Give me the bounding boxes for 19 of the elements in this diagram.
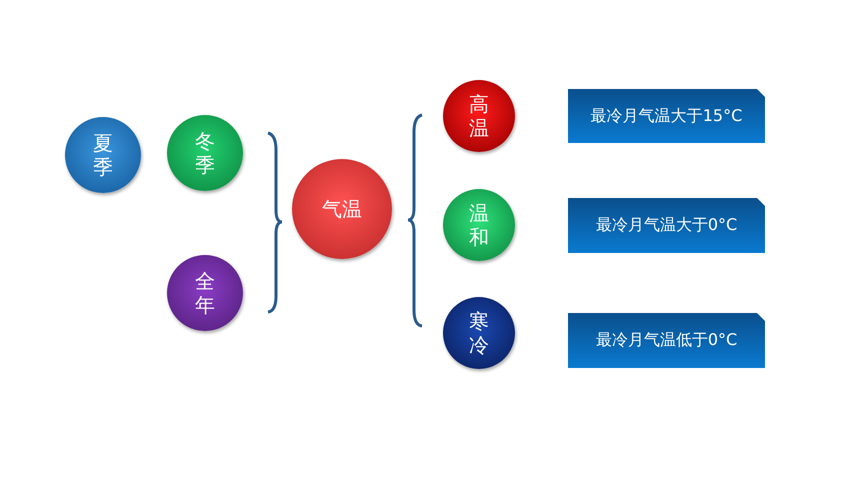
node-label: 冬季 [194, 129, 216, 177]
sphere [65, 117, 141, 193]
node-label: 夏季 [92, 131, 114, 179]
node-label: 最冷月气温大于15°C [590, 106, 742, 126]
sphere [167, 115, 243, 191]
node-label: 最冷月气温低于0°C [596, 330, 738, 351]
label-box [568, 313, 765, 368]
sphere [443, 80, 515, 152]
node-label: 高温 [468, 92, 490, 140]
node-label: 全年 [194, 269, 216, 317]
node-label: 温和 [468, 201, 490, 249]
sphere [443, 297, 515, 369]
node-label: 寒冷 [468, 309, 490, 357]
label-box [568, 198, 765, 253]
node-label: 最冷月气温大于0°C [596, 215, 738, 236]
label-box [568, 89, 765, 143]
sphere [167, 255, 243, 331]
sphere [443, 189, 515, 261]
node-label: 气温 [322, 197, 362, 221]
